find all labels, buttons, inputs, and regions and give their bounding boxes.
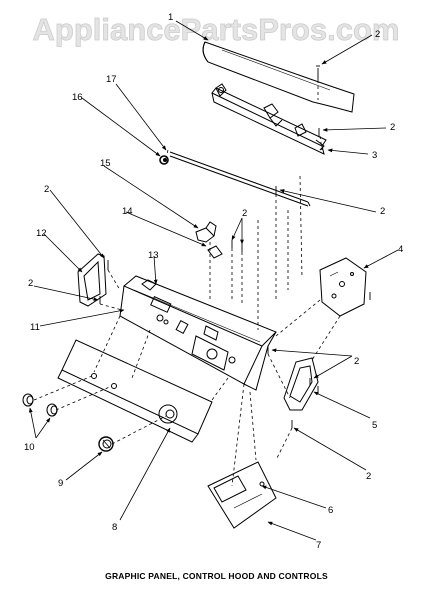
callout-2f: 2 <box>28 278 33 289</box>
callout-2h: 2 <box>366 471 371 482</box>
callout-14: 14 <box>122 206 133 217</box>
callout-5: 5 <box>372 420 377 431</box>
callout-7: 7 <box>316 540 321 551</box>
callout-2e: 2 <box>44 184 49 195</box>
callout-16: 16 <box>72 92 83 103</box>
callout-6: 6 <box>328 505 333 516</box>
alignment-lines <box>33 80 341 487</box>
leader-lines <box>28 20 399 541</box>
part-bracket-14 <box>207 245 223 259</box>
screws <box>99 65 371 428</box>
part-graphic-panel <box>57 339 213 443</box>
callout-9: 9 <box>58 478 63 489</box>
part-bracket-15 <box>195 221 217 243</box>
callout-8: 8 <box>112 522 117 533</box>
callout-2c: 2 <box>380 206 385 217</box>
part-knob-large <box>98 436 114 452</box>
callout-17: 17 <box>106 74 117 85</box>
callout-3: 3 <box>372 150 377 161</box>
watermark-text: AppliancePartsPros.com <box>33 12 400 47</box>
callout-13: 13 <box>148 250 159 261</box>
callout-1: 1 <box>168 12 173 23</box>
callout-2b: 2 <box>390 122 395 133</box>
part-right-plate <box>319 257 367 317</box>
diagram-caption: GRAPHIC PANEL, CONTROL HOOD AND CONTROLS <box>105 571 328 581</box>
callout-4: 4 <box>398 244 403 255</box>
callout-2d: 2 <box>242 208 247 219</box>
part-hood-cover <box>202 41 355 113</box>
callout-11: 11 <box>30 322 40 333</box>
callout-labels: 1 2 2 3 17 16 15 2 14 2 2 12 13 4 2 11 2… <box>24 12 403 551</box>
part-control-hood <box>119 275 277 391</box>
part-right-endcap <box>283 357 319 411</box>
part-left-endcap <box>77 253 107 307</box>
callout-2a: 2 <box>375 29 380 40</box>
callout-15: 15 <box>100 158 111 169</box>
callout-12: 12 <box>36 228 47 239</box>
part-rod <box>169 151 311 207</box>
callout-10: 10 <box>24 442 35 453</box>
part-lower-bracket <box>207 461 277 529</box>
callout-2g: 2 <box>354 356 359 367</box>
part-top-rail <box>211 83 327 155</box>
watermark-logo: AppliancePartsPros.com <box>32 12 400 48</box>
part-bushing <box>159 155 169 165</box>
part-knobs-small <box>22 393 58 417</box>
